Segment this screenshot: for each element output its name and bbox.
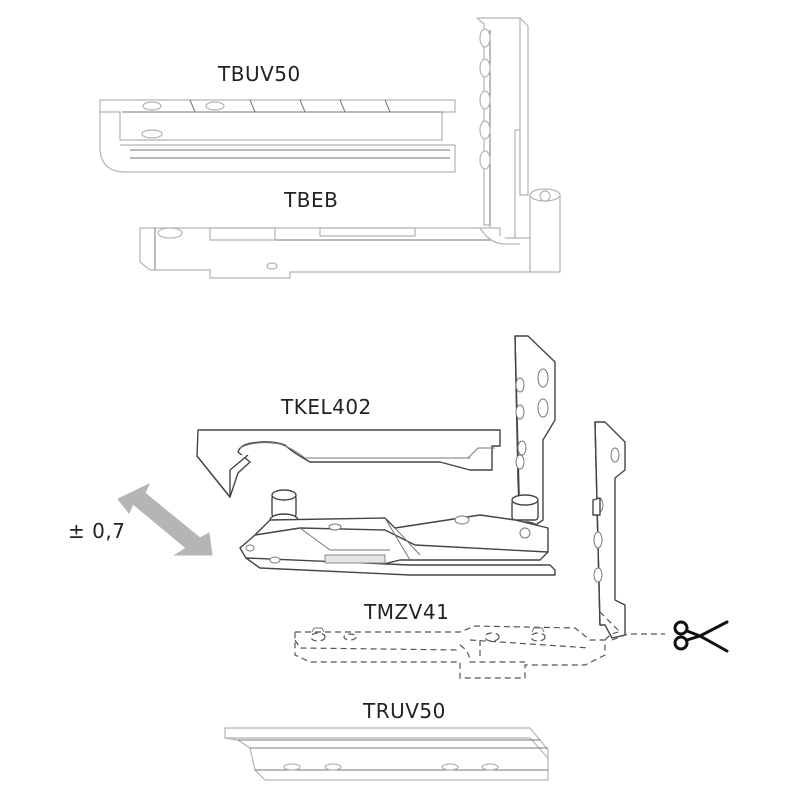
hinge-body xyxy=(239,335,556,576)
tkel402-label: TKEL402 xyxy=(281,395,372,419)
tkel402-part xyxy=(196,429,501,498)
truv50-part xyxy=(224,727,549,781)
vertical-strip-part xyxy=(592,421,626,639)
tmzv41-part xyxy=(294,611,665,679)
tbeb-label: TBEB xyxy=(284,188,339,212)
tbuv50-label: TBUV50 xyxy=(218,62,301,86)
tbeb-part xyxy=(139,17,561,279)
tmzv41-label: TMZV41 xyxy=(364,600,450,624)
tolerance-label: ± 0,7 xyxy=(68,519,126,543)
scissors-icon xyxy=(673,620,729,653)
truv50-label: TRUV50 xyxy=(363,699,446,723)
double-arrow-icon xyxy=(117,482,213,556)
tbuv50-part xyxy=(99,99,456,173)
